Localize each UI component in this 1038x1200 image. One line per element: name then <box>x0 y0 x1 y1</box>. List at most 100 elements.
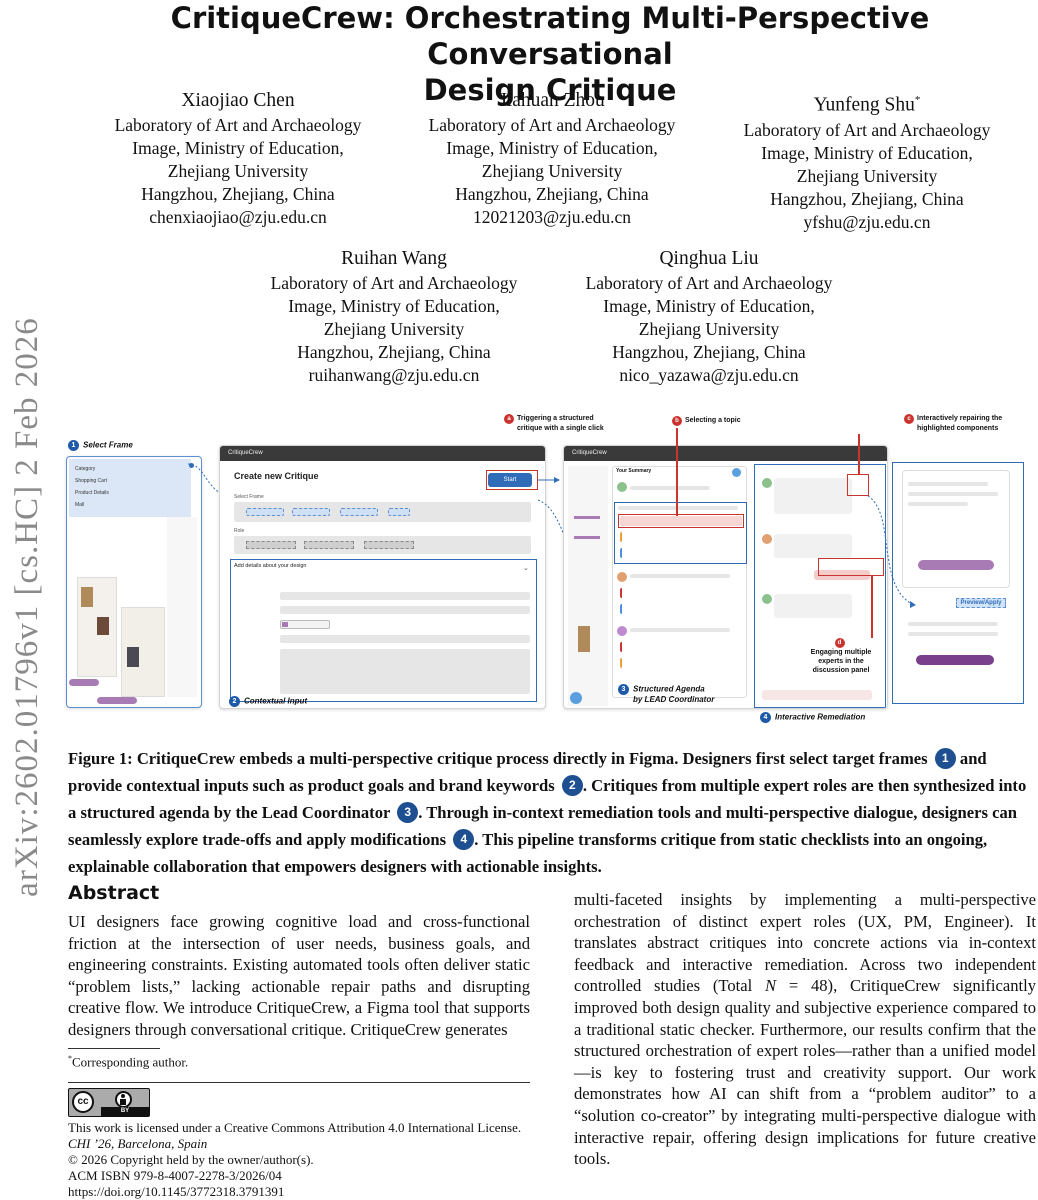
callout-d-text: Engaging multiple <box>810 649 872 656</box>
author-name: Jiahuan Zhou <box>499 90 605 111</box>
detail-input[interactable] <box>280 635 530 643</box>
callout-b-text: Selecting a topic <box>685 417 741 424</box>
copyright-text: © 2026 Copyright held by the owner/autho… <box>68 1152 314 1167</box>
cc-by-badge[interactable]: cc BY <box>68 1088 150 1117</box>
interactive-remediation-label: Interactive Remediation <box>775 712 866 722</box>
author-affiliation: Image, Ministry of Education, <box>132 138 344 158</box>
refresh-icon[interactable] <box>732 468 741 477</box>
caption-text: . Critiques from multiple expert roles a… <box>68 776 1027 822</box>
add-details-label: Add details about your design <box>234 563 307 569</box>
frame-preview <box>568 466 608 706</box>
corresponding-mark: * <box>914 94 921 106</box>
discussion-panel <box>754 464 886 708</box>
agenda-item[interactable] <box>620 532 742 542</box>
selected-topic-highlight <box>618 514 744 528</box>
author-name: Qinghua Liu <box>659 248 759 269</box>
author-affiliation: Hangzhou, Zhejiang, China <box>297 342 491 362</box>
author-email[interactable]: ruihanwang@zju.edu.cn <box>308 365 480 385</box>
author-email[interactable]: nico_yazawa@zju.edu.cn <box>619 365 799 385</box>
frame-chip[interactable] <box>388 508 410 516</box>
mock-screen <box>167 517 197 697</box>
text-line <box>908 632 998 636</box>
detail-input[interactable] <box>280 592 530 600</box>
avatar <box>762 594 772 604</box>
agenda-item[interactable] <box>620 516 742 526</box>
frame-item[interactable]: Product Details <box>75 490 109 496</box>
color-picker[interactable] <box>280 620 330 629</box>
frame-selector[interactable] <box>234 502 531 522</box>
callout-line <box>858 434 860 474</box>
text-line <box>908 622 998 626</box>
preview-line <box>574 516 600 519</box>
cc-logo-icon: cc <box>72 1091 94 1113</box>
frame-list-panel: Category Shopping Cart Product Details M… <box>66 456 202 708</box>
caption-step-dot: 2 <box>561 775 583 796</box>
text-line <box>618 506 738 510</box>
callout-a-text: Triggering a structured <box>517 415 594 422</box>
venue-text: CHI ’26, Barcelona, Spain <box>68 1136 208 1151</box>
role-chip[interactable] <box>364 541 414 549</box>
agenda-item[interactable] <box>620 604 742 614</box>
caption-step-dot: 3 <box>397 802 419 823</box>
author-email[interactable]: chenxiaojiao@zju.edu.cn <box>149 207 327 227</box>
detail-textarea[interactable] <box>280 649 530 694</box>
frame-item[interactable]: Shopping Cart <box>75 478 107 484</box>
caption-text: and provide contextual inputs such as pr… <box>68 749 987 795</box>
detail-input[interactable] <box>280 606 530 614</box>
author-name-text: Yunfeng Shu <box>813 94 915 116</box>
repair-highlight <box>847 474 869 496</box>
select-frame-field-label: Select Frame <box>234 494 264 500</box>
structured-agenda-label: by LEAD Coordinator <box>633 695 715 704</box>
callout-b-dot: b <box>672 416 682 426</box>
callout-d-text: experts in the <box>818 658 864 665</box>
start-highlight <box>486 470 538 490</box>
agenda-item[interactable] <box>620 658 742 668</box>
agenda-item[interactable] <box>620 642 742 652</box>
author-block: Qinghua Liu Laboratory of Art and Archae… <box>561 245 857 387</box>
frame-chip[interactable] <box>340 508 378 516</box>
mock-button <box>918 560 994 570</box>
chevron-down-icon[interactable]: ⌄ <box>523 564 529 572</box>
author-affiliation: Zhejiang University <box>323 319 465 339</box>
callout-d-text: discussion panel <box>812 667 870 674</box>
assistant-icon[interactable] <box>570 692 582 704</box>
preview-apply-button[interactable]: Preview/Apply <box>956 598 1006 608</box>
text-line <box>908 502 968 506</box>
product-thumb <box>97 617 109 635</box>
start-button[interactable]: Start <box>488 473 532 487</box>
author-affiliation: Zhejiang University <box>796 165 938 186</box>
role-chip[interactable] <box>246 541 296 549</box>
callout-line <box>871 576 873 638</box>
agenda-item[interactable] <box>620 548 742 558</box>
callout-a-text: critique with a single click <box>517 425 604 432</box>
footnote-text: Corresponding author. <box>72 1054 189 1070</box>
agenda-item[interactable] <box>620 588 742 598</box>
frame-chip[interactable] <box>292 508 330 516</box>
author-email[interactable]: 12021203@zju.edu.cn <box>472 207 632 227</box>
footnote-mark: * <box>68 1054 72 1063</box>
author-affiliation: Image, Ministry of Education, <box>446 138 658 158</box>
chat-input[interactable] <box>762 690 872 700</box>
selected-topic-group[interactable] <box>614 502 747 564</box>
author-affiliation: Hangzhou, Zhejiang, China <box>141 184 335 204</box>
contextual-input-label: Contextual Input <box>244 696 308 706</box>
author-affiliation: Laboratory of Art and Archaeology <box>585 273 833 293</box>
callout-c-dot: c <box>904 414 914 424</box>
abstract-heading: Abstract <box>68 882 160 904</box>
frame-item[interactable]: Category <box>75 466 96 472</box>
text-line <box>630 486 710 490</box>
abstract-math: N <box>765 976 777 996</box>
author-block: Ruihan Wang Laboratory of Art and Archae… <box>246 245 542 387</box>
text-line <box>630 628 730 632</box>
frame-item[interactable]: Mall <box>75 502 85 508</box>
doi-link[interactable]: https://doi.org/10.1145/3772318.3791391 <box>68 1184 285 1199</box>
frame-chip[interactable] <box>246 508 284 516</box>
author-block: Yunfeng Shu* Laboratory of Art and Archa… <box>719 87 1015 234</box>
product-thumb <box>578 626 590 652</box>
role-chip[interactable] <box>304 541 354 549</box>
license-text: This work is licensed under a Creative C… <box>68 1120 522 1135</box>
author-email[interactable]: yfshu@zju.edu.cn <box>803 211 931 232</box>
agenda-list <box>612 466 747 698</box>
